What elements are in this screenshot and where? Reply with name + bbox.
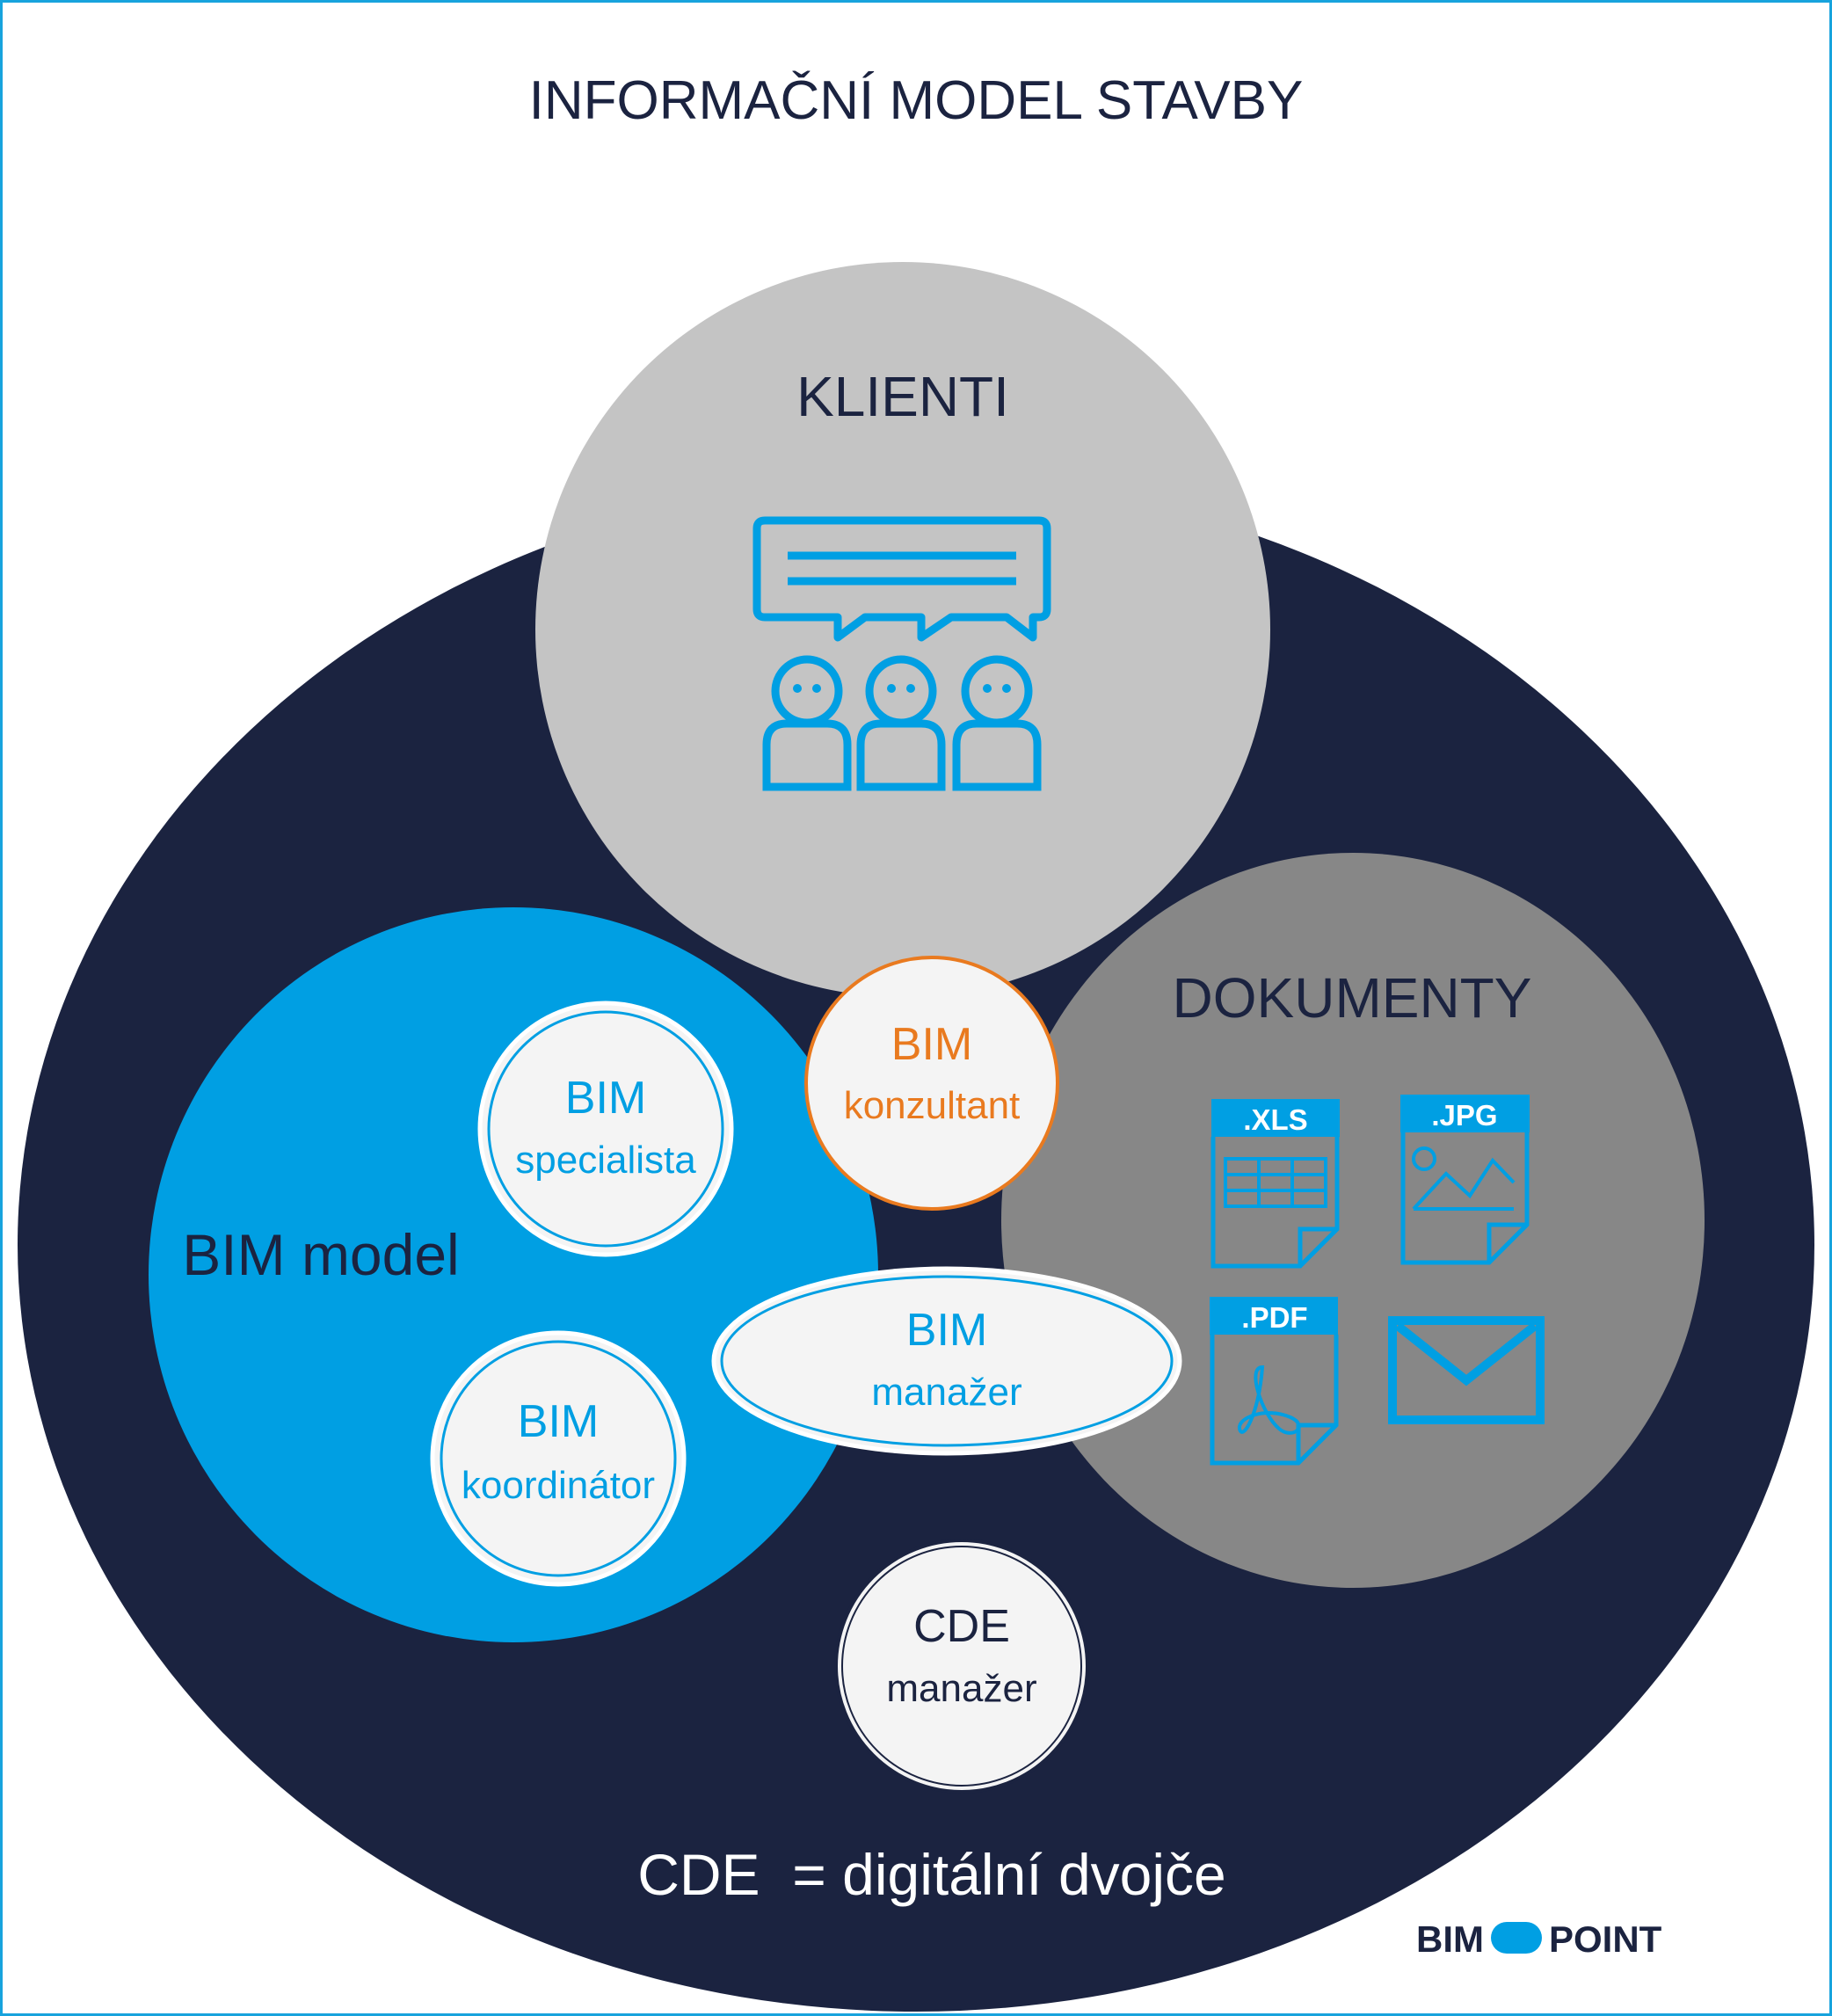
- xls-file-icon: [1210, 1099, 1340, 1269]
- xls-label: .XLS: [1243, 1103, 1307, 1136]
- cde-manazer-line1: CDE: [913, 1601, 1010, 1652]
- dokumenty-label: DOKUMENTY: [1173, 966, 1532, 1030]
- manazer-line2: manažer: [871, 1371, 1021, 1414]
- specialista-line2: specialista: [515, 1139, 696, 1182]
- pdf-file-icon: [1210, 1297, 1339, 1466]
- chat-bubble-icon: [752, 516, 1051, 642]
- klienti-circle: KLIENTI: [535, 262, 1270, 997]
- people-eyes: [793, 684, 1011, 693]
- specialista-line1: BIM: [565, 1073, 646, 1124]
- klienti-label: KLIENTI: [796, 365, 1009, 428]
- bim-point-logo: BIM POINT: [1416, 1918, 1662, 1960]
- bim-koordinator-bubble: BIM koordinátor: [430, 1330, 687, 1587]
- people-icon: [762, 655, 1042, 791]
- konzultant-line2: konzultant: [844, 1084, 1021, 1127]
- koordinator-line1: BIM: [518, 1396, 599, 1447]
- bim-manazer-bubble: BIM manažer: [711, 1266, 1182, 1456]
- cde-manazer-line2: manažer: [886, 1667, 1036, 1710]
- konzultant-line1: BIM: [891, 1019, 972, 1070]
- koordinator-line2: koordinátor: [462, 1464, 655, 1507]
- page-title: INFORMAČNÍ MODEL STAVBY: [529, 70, 1304, 131]
- envelope-icon: [1388, 1316, 1545, 1424]
- logo-right: POINT: [1549, 1918, 1662, 1960]
- logo-left: BIM: [1416, 1918, 1484, 1960]
- jpg-label: .JPG: [1431, 1099, 1497, 1132]
- jpg-file-icon: [1400, 1095, 1530, 1265]
- pdf-label: .PDF: [1241, 1301, 1307, 1334]
- dokumenty-circle: DOKUMENTY: [1001, 853, 1705, 1588]
- cde-manazer-bubble: CDE manažer: [834, 1539, 1089, 1794]
- bim-specialista-bubble: BIM specialista: [477, 1001, 734, 1257]
- bim-konzultant-bubble: BIM konzultant: [804, 956, 1059, 1211]
- bim-model-label: BIM model: [182, 1222, 459, 1287]
- manazer-line1: BIM: [906, 1305, 987, 1356]
- cde-definition: CDE = digitální dvojče: [637, 1842, 1226, 1907]
